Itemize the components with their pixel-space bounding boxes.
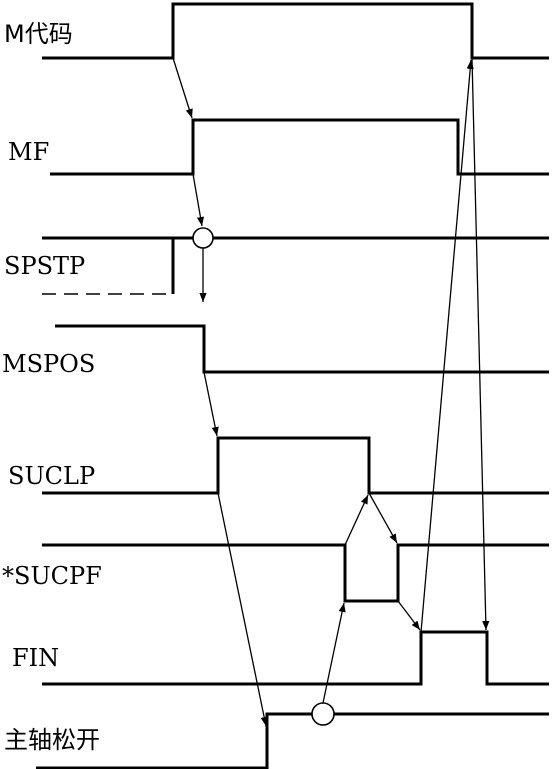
arrow-sucpf-to-suclp [344, 494, 369, 546]
waveform-fin [42, 630, 549, 686]
waveform-m-code [42, 2, 549, 60]
arrow-sucpf-to-fin [397, 600, 421, 631]
label-spstp: SPSTP [4, 252, 85, 280]
arrow-spindle-to-sucpf [322, 602, 346, 704]
event-circle-spindle-release [311, 702, 335, 726]
arrow-mf-to-spstp [192, 173, 205, 227]
label-mspos: MSPOS [2, 350, 95, 378]
label-fin: FIN [12, 644, 59, 672]
label-sucpf: *SUCPF [2, 562, 102, 590]
arrow-fin-to-mcode [420, 59, 474, 633]
arrow-mcode-to-mf [172, 57, 193, 119]
waveform-mf [50, 118, 549, 176]
arrow-mspos-to-suclp [203, 371, 219, 437]
event-circle-spstp [192, 227, 214, 249]
arrow-suclp-to-spindle [217, 492, 268, 727]
waveform-suclp [42, 436, 549, 495]
arrow-mcode-to-fin [471, 57, 490, 631]
label-mf: MF [8, 138, 49, 166]
label-m-code: M代码 [4, 20, 73, 48]
arrow-suclp-to-sucpf [368, 492, 398, 544]
label-suclp: SUCLP [8, 462, 95, 490]
waveform-mspos [55, 324, 549, 374]
waveform-sucpf [42, 543, 549, 603]
waveform-spindle-release [36, 712, 549, 769]
label-spindle-release: 主轴松开 [4, 726, 100, 754]
